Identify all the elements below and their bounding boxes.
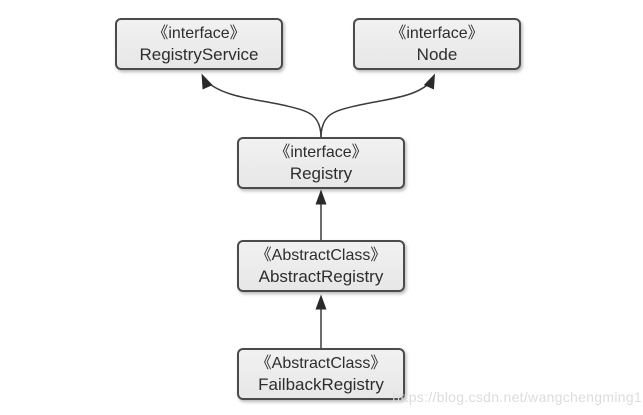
stereotype-label: 《AbstractClass》: [255, 246, 387, 264]
class-box-registry: 《interface》 Registry: [237, 137, 405, 189]
edge-registry-to-node: [320, 78, 434, 139]
stereotype-label: 《interface》: [274, 143, 368, 161]
inheritance-arrowhead-icon: [201, 73, 213, 90]
class-name-label: Registry: [289, 163, 353, 183]
class-box-registryservice: 《interface》 RegistryService: [115, 18, 283, 70]
watermark-text: https://blog.csdn.net/wangchengming1: [392, 389, 642, 405]
edge-registry-to-registryservice: [203, 78, 322, 139]
class-box-abstractregistry: 《AbstractClass》 AbstractRegistry: [237, 240, 405, 292]
class-name-label: RegistryService: [139, 44, 259, 64]
stereotype-label: 《interface》: [390, 24, 484, 42]
class-name-label: Node: [416, 44, 458, 64]
inheritance-arrowhead-icon: [315, 189, 327, 205]
class-name-label: AbstractRegistry: [258, 266, 384, 286]
stereotype-label: 《interface》: [152, 24, 246, 42]
inheritance-arrowhead-icon: [315, 294, 327, 310]
stereotype-label: 《AbstractClass》: [255, 354, 387, 372]
class-name-label: FailbackRegistry: [258, 374, 384, 394]
class-box-node: 《interface》 Node: [353, 18, 521, 70]
inheritance-arrowhead-icon: [423, 73, 435, 90]
class-box-failbackregistry: 《AbstractClass》 FailbackRegistry: [237, 348, 405, 400]
